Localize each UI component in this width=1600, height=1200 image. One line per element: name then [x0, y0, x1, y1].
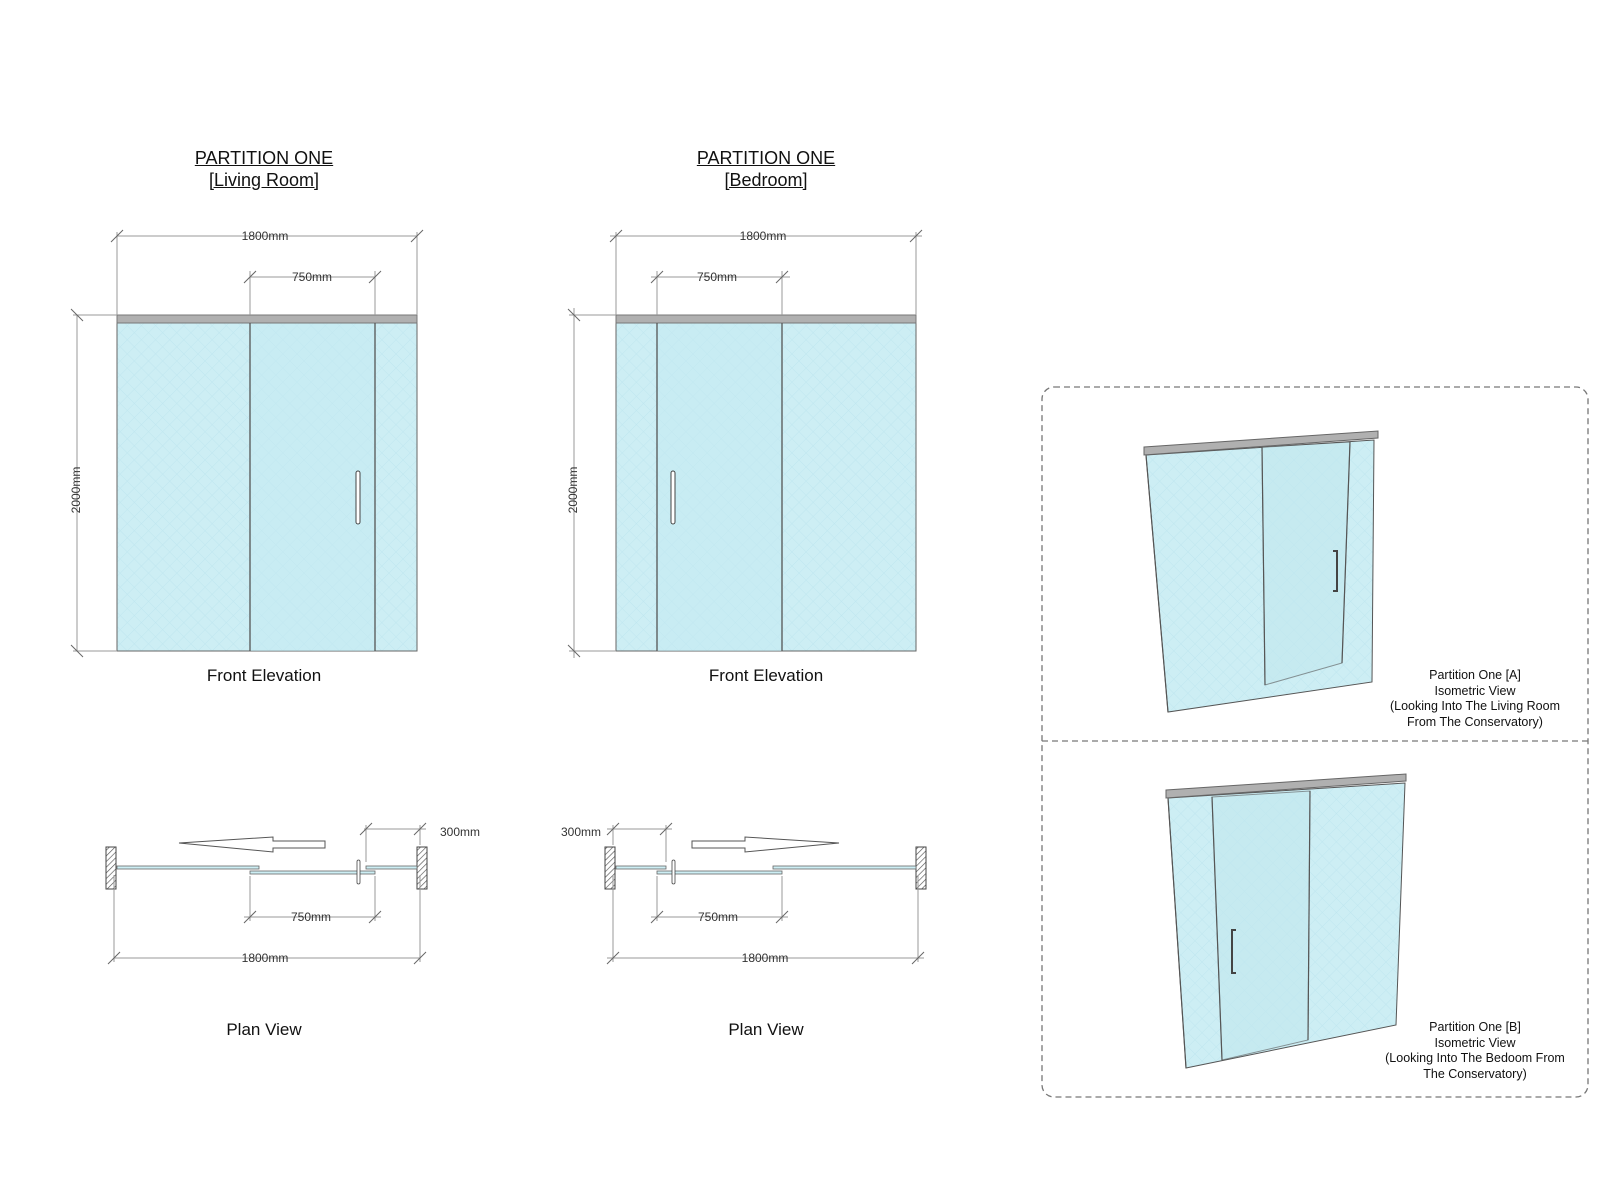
isometric-b-line1: Partition One [B] — [1429, 1020, 1521, 1034]
right-plan-caption: Plan View — [728, 1020, 804, 1039]
right-title: PARTITION ONE [Bedroom] — [616, 147, 916, 191]
isometric-b-note: Partition One [B] Isometric View (Lookin… — [1365, 1020, 1585, 1082]
right-elev-overall-dim: 1800mm — [740, 229, 787, 243]
left-plan-return-dim: 300mm — [440, 825, 480, 839]
right-elev-door-dim: 750mm — [697, 270, 737, 284]
right-plan-view — [604, 822, 927, 965]
right-door-handle — [670, 470, 676, 525]
right-plan-door-dim: 750mm — [698, 910, 738, 924]
right-front-elevation — [567, 229, 923, 658]
isometric-b-line2: Isometric View — [1434, 1035, 1516, 1050]
isometric-view-b — [1165, 773, 1407, 1069]
left-title-line2: [Living Room] — [208, 170, 320, 190]
left-front-elevation — [70, 229, 424, 658]
isometric-a-note: Partition One [A] Isometric View (Lookin… — [1365, 668, 1585, 730]
isometric-view-a — [1143, 430, 1379, 713]
right-elevation-caption: Front Elevation — [708, 666, 824, 685]
isometric-a-line1: Partition One [A] — [1429, 668, 1521, 682]
left-plan-caption: Plan View — [226, 1020, 302, 1039]
isometric-b-line3: (Looking Into The Bedoom From — [1385, 1051, 1565, 1065]
left-title: PARTITION ONE [Living Room] — [114, 147, 414, 191]
isometric-b-line4: The Conservatory) — [1423, 1066, 1527, 1081]
left-plan-door-dim: 750mm — [291, 910, 331, 924]
right-title-line2: [Bedroom] — [724, 170, 808, 190]
left-title-line1: PARTITION ONE — [194, 148, 334, 168]
left-elev-door-dim: 750mm — [292, 270, 332, 284]
isometric-a-line3: (Looking Into The Living Room — [1389, 699, 1560, 713]
left-plan-overall-dim: 1800mm — [242, 951, 289, 965]
isometric-a-line4: From The Conservatory) — [1407, 714, 1543, 729]
right-plan-return-dim: 300mm — [561, 825, 601, 839]
isometric-panel — [1041, 386, 1589, 1098]
isometric-a-line2: Isometric View — [1434, 683, 1516, 698]
left-elevation-caption: Front Elevation — [206, 666, 322, 685]
left-elev-height-dim: 2000mm — [69, 467, 83, 514]
left-door-handle — [355, 470, 361, 525]
left-elev-overall-dim: 1800mm — [242, 229, 289, 243]
right-title-line1: PARTITION ONE — [696, 148, 836, 168]
left-plan-view — [105, 822, 428, 965]
right-plan-overall-dim: 1800mm — [742, 951, 789, 965]
right-elev-height-dim: 2000mm — [566, 467, 580, 514]
